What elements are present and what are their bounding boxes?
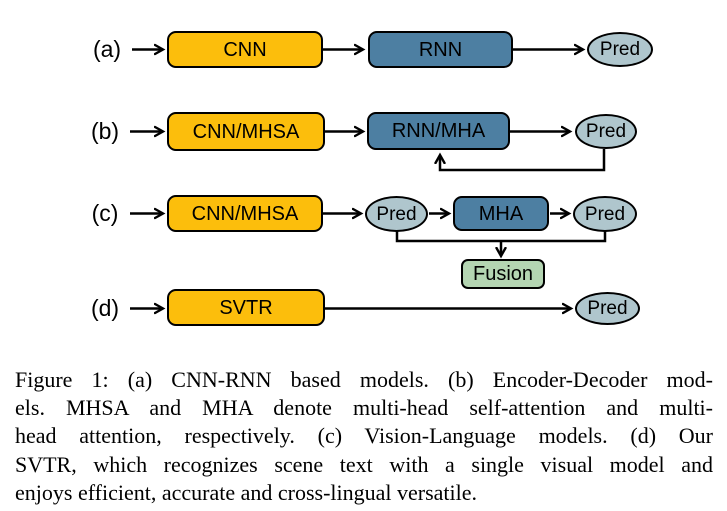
node-cnn-mhsa-c: CNN/MHSA [167, 195, 323, 232]
node-rnn-mha: RNN/MHA [367, 112, 510, 150]
caption-line-5: enjoys efficient, accurate and cross-lin… [15, 479, 478, 505]
feedback-arrow-b [440, 149, 606, 172]
node-pred-c2: Pred [573, 196, 637, 232]
row-label-d: (d) [90, 295, 120, 321]
node-cnn: CNN [167, 31, 323, 68]
row-label-c: (c) [91, 200, 119, 226]
arrow-connectors [130, 0, 607, 362]
caption-line-4: SVTR, which recognizes scene text with a… [15, 451, 713, 477]
node-pred-c1: Pred [365, 196, 428, 232]
node-rnn: RNN [368, 31, 513, 68]
caption-line-3: head attention, respectively. (c) Vision… [15, 423, 713, 449]
node-svtr: SVTR [167, 289, 325, 326]
node-mha: MHA [453, 196, 549, 231]
node-cnn-mhsa-b: CNN/MHSA [167, 112, 325, 151]
row-label-a: (a) [92, 36, 122, 62]
node-pred-d: Pred [575, 292, 640, 325]
architecture-diagram: (a) CNN RNN Pred (b) CNN/MHSA RNN/MHA Pr… [90, 0, 653, 362]
caption-line-1: Figure 1: (a) CNN-RNN based models. (b) … [15, 367, 713, 392]
node-pred-a: Pred [587, 32, 653, 67]
node-pred-b: Pred [575, 114, 637, 149]
node-fusion: Fusion [461, 259, 545, 289]
caption-line-2: els. MHSA and MHA denote multi-head self… [15, 395, 713, 421]
row-label-b: (b) [90, 118, 120, 144]
figure-caption: Figure 1: (a) CNN-RNN based models. (b) … [15, 366, 713, 507]
connector-c-preds [395, 230, 607, 243]
